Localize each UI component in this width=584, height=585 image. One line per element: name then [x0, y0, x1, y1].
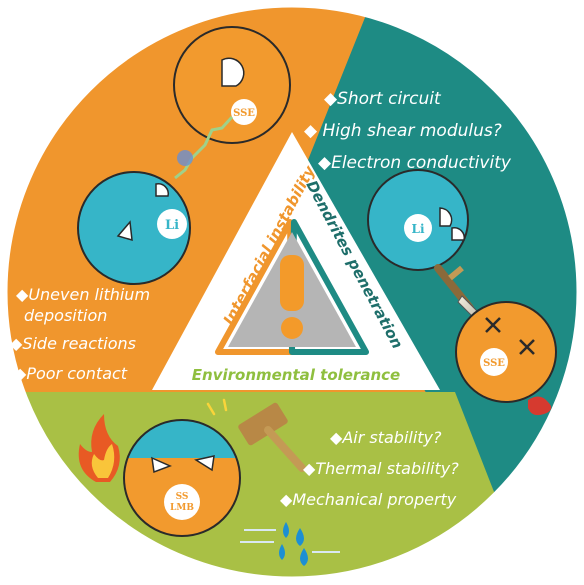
outer-ring — [4, 4, 580, 580]
bullet-short-circuit: ◆Short circuit — [324, 89, 442, 109]
bullet-deposition: deposition — [24, 306, 107, 325]
bullet-electron-conductivity: ◆Electron conductivity — [318, 153, 512, 173]
bullet-air-stability: ◆Air stability? — [330, 428, 442, 447]
li-right-label: Li — [412, 222, 425, 236]
blood-splat — [528, 396, 552, 416]
bullet-poor-contact: ◆Poor contact — [14, 364, 128, 383]
teal-section-bullets: ◆Short circuit ◆ High shear modulus? ◆El… — [304, 89, 512, 173]
sse-ball-right: SSE — [455, 301, 557, 403]
dendrite-cluster — [177, 150, 193, 166]
green-section-bullets: ◆Air stability? ◆Thermal stability? ◆Mec… — [280, 428, 459, 509]
sse-right-label: SSE — [483, 358, 505, 369]
sslmb-label-line2: LMB — [170, 503, 194, 513]
sslmb-label-line1: SS — [176, 492, 189, 502]
impact-marks — [206, 398, 228, 416]
li-left-label: Li — [165, 218, 179, 233]
water-drops-icon — [240, 522, 340, 566]
sse-ball-top: SSE — [173, 26, 291, 144]
bullet-uneven-lithium: ◆Uneven lithium — [16, 285, 150, 304]
orange-section-bullets: ◆Uneven lithium deposition ◆Side reactio… — [10, 285, 150, 383]
bullet-side-reactions: ◆Side reactions — [10, 334, 136, 353]
li-ball-left: Li — [77, 171, 191, 285]
label-environmental-tolerance: Environmental tolerance — [192, 366, 400, 384]
warning-bar — [280, 255, 304, 311]
bullet-high-shear-modulus: ◆ High shear modulus? — [304, 121, 502, 141]
fire-icon — [78, 414, 120, 482]
teal-sector — [300, 6, 578, 578]
sse-top-label: SSE — [233, 108, 255, 119]
hammer-icon — [238, 402, 306, 472]
warning-dot — [281, 317, 303, 339]
li-ball-right: Li — [367, 169, 469, 271]
bullet-mechanical-property: ◆Mechanical property — [280, 490, 457, 509]
bullet-thermal-stability: ◆Thermal stability? — [303, 459, 459, 478]
dendrite-growth — [174, 115, 234, 180]
